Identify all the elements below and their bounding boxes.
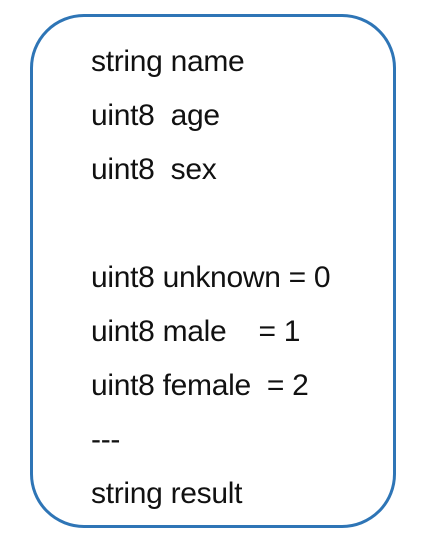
constant-male-line: uint8 male = 1 xyxy=(91,315,301,348)
field-age-line: uint8 age xyxy=(91,99,220,132)
message-definition-box xyxy=(30,14,396,528)
separator-line: --- xyxy=(91,423,121,456)
field-name-line: string name xyxy=(91,45,245,78)
constant-female-line: uint8 female = 2 xyxy=(91,369,309,402)
field-result-line: string result xyxy=(91,477,243,510)
field-sex-line: uint8 sex xyxy=(91,153,217,186)
constant-unknown-line: uint8 unknown = 0 xyxy=(91,261,331,294)
